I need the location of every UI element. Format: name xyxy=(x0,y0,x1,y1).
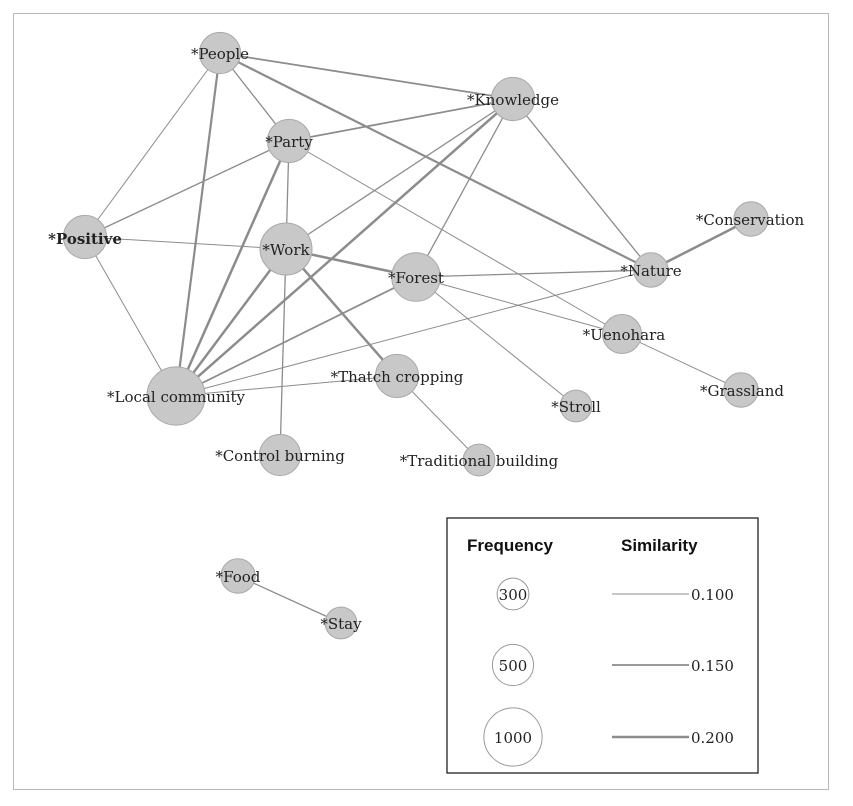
edge-uenohara-grassland xyxy=(621,333,742,391)
edge-forest-stroll xyxy=(415,276,577,407)
node-label-grassland: *Grassland xyxy=(700,382,784,400)
node-label-stroll: *Stroll xyxy=(551,398,601,416)
edges-layer xyxy=(84,52,752,624)
node-conservation xyxy=(733,201,769,237)
node-label-stay: *Stay xyxy=(320,615,362,633)
edge-positive-local_community xyxy=(84,236,177,397)
edge-party-positive xyxy=(84,140,290,238)
node-food xyxy=(220,558,256,594)
edge-knowledge-work xyxy=(285,98,514,250)
legend-frequency-items: 300 500 1000 xyxy=(483,577,543,767)
legend-box xyxy=(446,517,759,774)
edge-knowledge-forest xyxy=(415,98,514,278)
legend-frequency-label: 500 xyxy=(499,657,528,675)
edge-work-control_burning xyxy=(279,248,287,456)
node-label-thatch-cropping: *Thatch cropping xyxy=(331,368,464,386)
legend-similarity-label: 0.150 xyxy=(691,657,734,675)
legend-frequency-title: Frequency xyxy=(467,536,554,555)
legend-frequency-label: 1000 xyxy=(494,729,532,747)
node-label-local-community: *Local community xyxy=(107,388,245,406)
edge-knowledge-nature xyxy=(512,98,652,271)
node-label-knowledge: *Knowledge xyxy=(467,91,559,109)
node-people xyxy=(198,31,242,75)
edge-people-positive xyxy=(84,52,221,238)
node-label-work: *Work xyxy=(262,241,310,259)
labels-layer: *People *Knowledge *Party *Positive *Work *Fo… xyxy=(48,45,804,633)
node-positive xyxy=(62,214,108,260)
node-label-food: *Food xyxy=(216,568,261,586)
edge-positive-work xyxy=(84,236,287,250)
node-label-conservation: *Conservation xyxy=(696,211,805,229)
edge-people-nature xyxy=(219,52,652,271)
edge-forest-local_community xyxy=(175,276,417,397)
edge-people-local_community xyxy=(174,52,222,397)
node-work xyxy=(259,222,313,276)
edge-knowledge-local_community xyxy=(175,98,514,397)
legend-frequency-circle xyxy=(496,577,530,611)
legend-similarity-label: 0.200 xyxy=(691,729,734,747)
edge-nature-conservation xyxy=(650,217,752,272)
legend-similarity-label: 0.100 xyxy=(691,586,734,604)
legend-frequency-label: 300 xyxy=(499,586,528,604)
node-nature xyxy=(633,252,669,288)
node-grassland xyxy=(723,372,759,408)
edge-work-local_community xyxy=(174,248,288,397)
legend-similarity-title: Similarity xyxy=(621,536,698,555)
edge-knowledge-party xyxy=(288,98,514,142)
nodes-layer xyxy=(62,31,769,640)
node-stroll xyxy=(559,389,593,423)
legend-frequency-circle xyxy=(491,643,535,687)
node-party xyxy=(266,118,312,164)
node-control-burning xyxy=(258,433,302,477)
edge-forest-nature xyxy=(415,269,652,278)
node-label-nature: *Nature xyxy=(620,262,681,280)
edge-food-stay xyxy=(237,575,342,624)
node-stay xyxy=(324,606,358,640)
node-label-people: *People xyxy=(191,45,249,63)
edge-work-thatch_cropping xyxy=(285,248,398,377)
node-label-uenohara: *Uenohara xyxy=(583,326,665,344)
node-label-forest: *Forest xyxy=(388,269,444,287)
node-label-party: *Party xyxy=(265,133,313,151)
edge-party-uenohara xyxy=(288,140,623,335)
node-forest xyxy=(391,252,441,302)
node-label-positive: *Positive xyxy=(48,230,122,248)
node-label-control-burning: *Control burning xyxy=(215,447,345,465)
node-label-traditional-building: *Traditional building xyxy=(400,452,559,470)
node-knowledge xyxy=(490,76,536,122)
edge-people-knowledge xyxy=(219,52,514,100)
node-local-community xyxy=(146,366,206,426)
legend-similarity-items: 0.100 0.150 0.200 xyxy=(612,586,734,747)
edge-local_community-thatch_cropping xyxy=(175,375,398,397)
node-thatch-cropping xyxy=(374,353,420,399)
legend-frequency-circle xyxy=(483,707,543,767)
node-traditional-building xyxy=(462,443,496,477)
edge-party-local_community xyxy=(174,140,291,397)
edge-nature-local_community xyxy=(175,269,652,397)
node-uenohara xyxy=(602,314,642,354)
